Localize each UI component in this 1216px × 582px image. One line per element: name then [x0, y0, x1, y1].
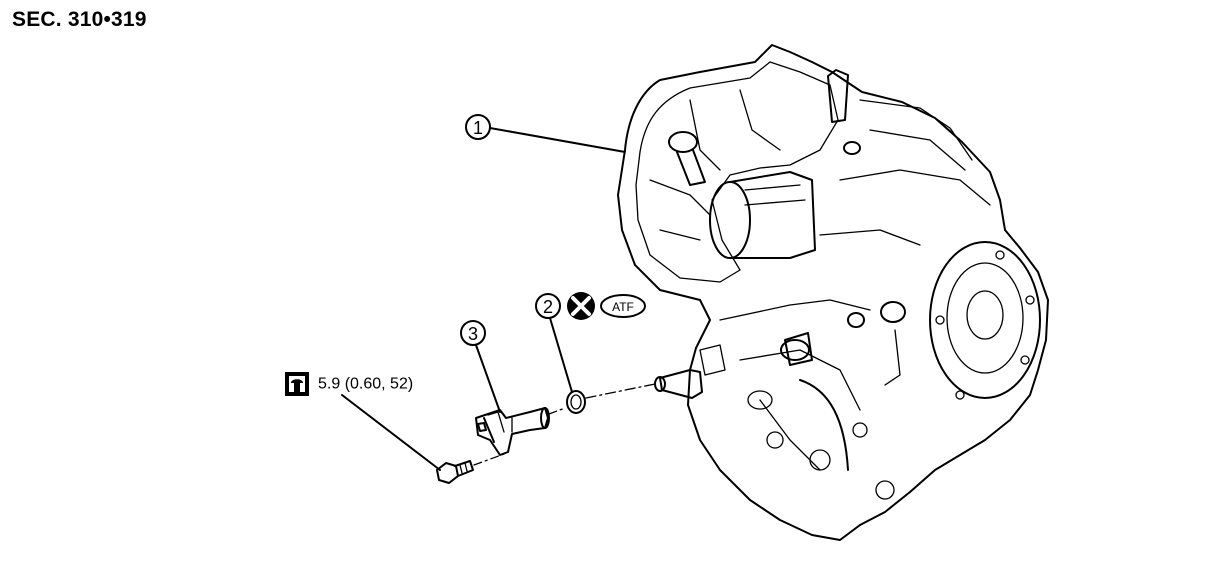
mounting-bolt [436, 460, 474, 484]
o-ring [566, 390, 586, 414]
speed-sensor [475, 407, 550, 456]
atf-badge: ATF [600, 294, 646, 318]
circled-x-icon [567, 292, 595, 320]
callout-2-number: 2 [543, 297, 553, 317]
callout-2: 2 [535, 293, 573, 393]
callout-1: 1 [465, 114, 626, 153]
torque-value: 5.9 (0.60, 52) [318, 376, 413, 393]
torque-spec: 5.9 (0.60, 52) [285, 372, 441, 471]
torque-wrench-icon [285, 372, 309, 396]
callout-1-number: 1 [473, 118, 483, 138]
transaxle-assembly [617, 44, 1049, 541]
assembly-alignment-lines [473, 383, 656, 466]
atf-label: ATF [612, 300, 634, 314]
section-label: SEC. 310•319 [12, 8, 147, 31]
callout-3-number: 3 [468, 324, 478, 344]
callout-3: 3 [460, 320, 501, 413]
